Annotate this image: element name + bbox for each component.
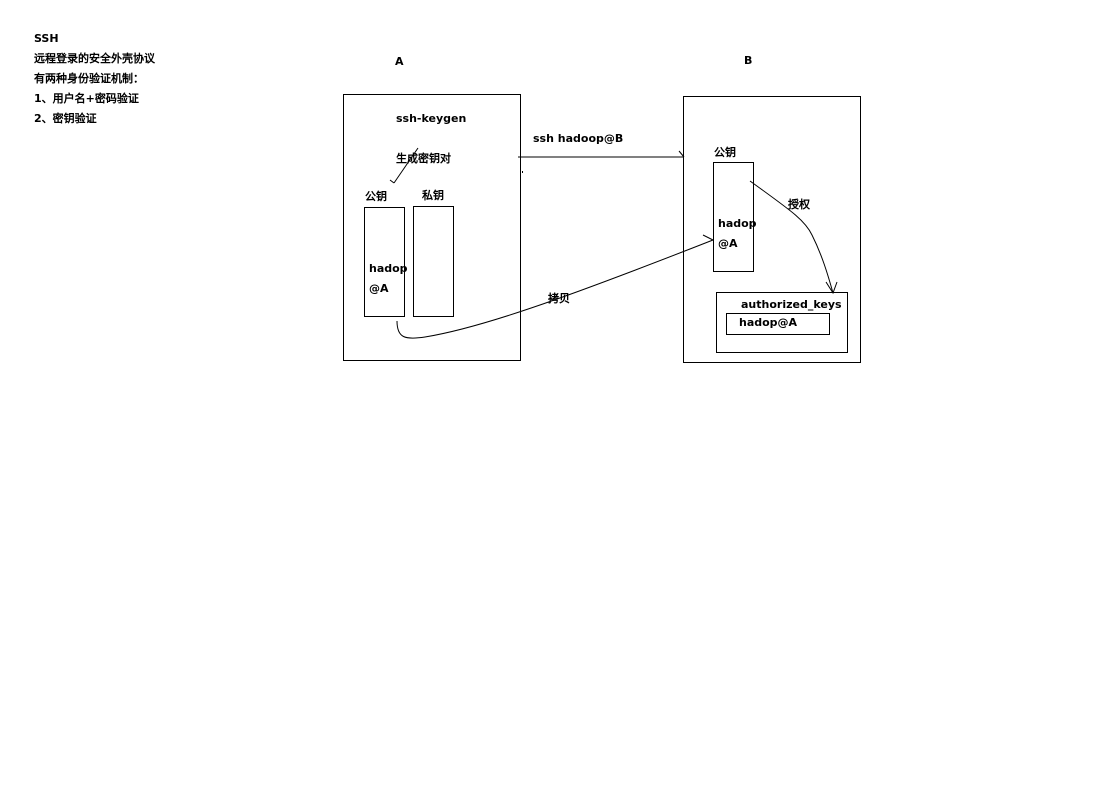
host-b-public-key-text-2: @A bbox=[718, 237, 738, 250]
notes-line-1: 远程登录的安全外壳协议 bbox=[34, 52, 155, 65]
ssh-arrowhead bbox=[678, 150, 685, 158]
authorized-keys-box bbox=[716, 292, 848, 353]
host-b-label: B bbox=[744, 54, 753, 67]
host-b-public-key-text-1: hadop bbox=[718, 217, 757, 230]
generate-arrow bbox=[393, 147, 419, 184]
generate-arrowhead bbox=[389, 179, 395, 184]
authorize-arrowhead bbox=[825, 281, 838, 295]
host-a-public-key-box bbox=[364, 207, 405, 317]
host-b-public-key-box bbox=[713, 162, 754, 272]
stray-dot bbox=[522, 171, 523, 173]
host-a-label: A bbox=[395, 55, 404, 68]
host-a-private-key-box bbox=[413, 206, 454, 317]
authorize-label: 授权 bbox=[788, 198, 810, 211]
authorized-keys-label: authorized_keys bbox=[741, 298, 842, 311]
host-a-public-key-text-2: @A bbox=[369, 282, 389, 295]
generate-keypair-label: 生成密钥对 bbox=[396, 152, 451, 165]
host-a-public-key-text-1: hadop bbox=[369, 262, 408, 275]
ssh-keygen-label: ssh-keygen bbox=[396, 112, 467, 125]
notes-title: SSH bbox=[34, 32, 59, 45]
copy-arrowhead bbox=[702, 234, 714, 241]
host-a-box bbox=[343, 94, 521, 361]
authorize-arrow bbox=[749, 180, 834, 294]
notes-line-4: 2、密钥验证 bbox=[34, 112, 97, 125]
authorized-entry-text: hadop@A bbox=[739, 316, 798, 329]
copy-arrow bbox=[396, 239, 714, 339]
notes-line-3: 1、用户名+密码验证 bbox=[34, 92, 139, 105]
notes-line-2: 有两种身份验证机制： bbox=[34, 72, 144, 85]
host-b-box bbox=[683, 96, 861, 363]
host-a-public-key-label: 公钥 bbox=[365, 190, 387, 203]
authorized-entry-box bbox=[726, 313, 830, 335]
host-a-private-key-label: 私钥 bbox=[422, 189, 444, 202]
ssh-command-label: ssh hadoop@B bbox=[533, 132, 624, 145]
host-b-public-key-label: 公钥 bbox=[714, 146, 736, 159]
